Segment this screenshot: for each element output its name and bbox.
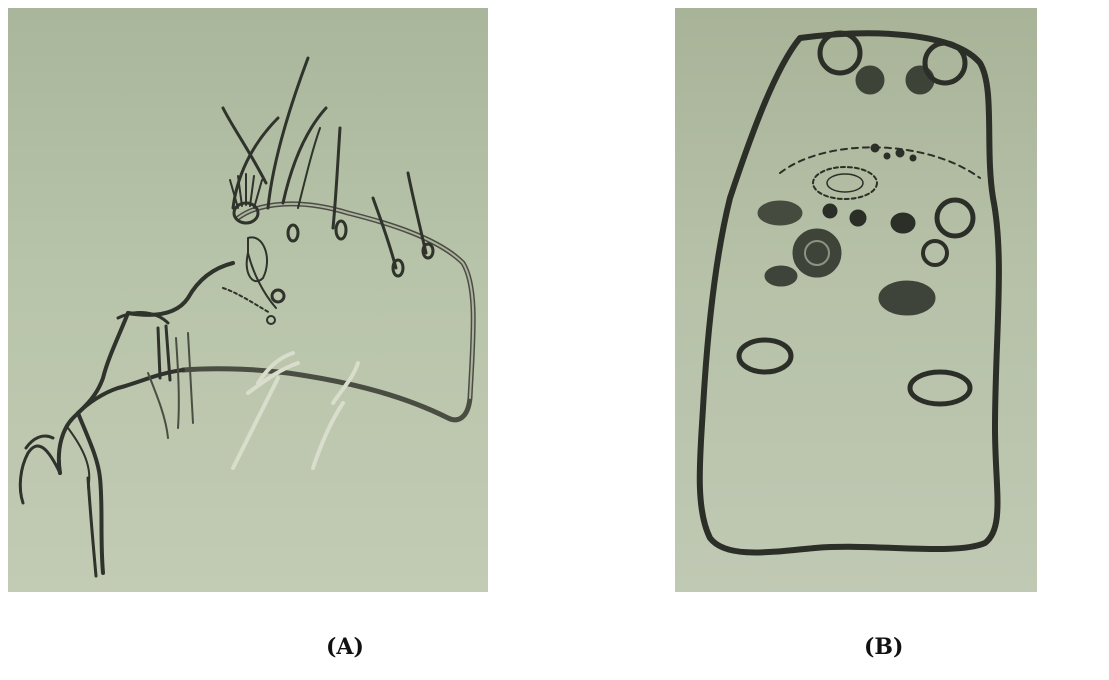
oval-body-drawing xyxy=(675,8,1037,592)
panel-b-label: (B) xyxy=(864,634,903,660)
panel-a-image xyxy=(8,8,488,592)
panel-b-image xyxy=(675,8,1037,592)
panel-a-label: (A) xyxy=(326,634,364,660)
appendage-drawing xyxy=(8,8,488,592)
